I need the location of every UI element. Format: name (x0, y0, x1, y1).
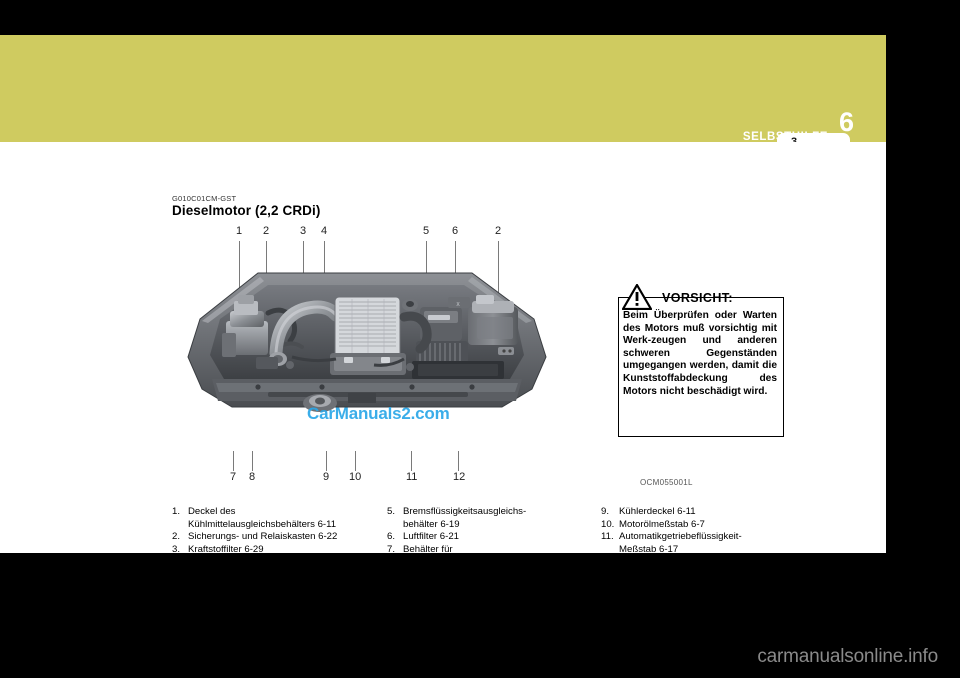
legend-item-label: Kraftstoffilter (188, 543, 242, 555)
legend-page-ref: 6-19 (437, 518, 460, 530)
legend-item-label: Motorölmeßstab (619, 518, 689, 530)
page-footer (0, 553, 960, 678)
leader-line-5 (426, 241, 427, 296)
legend-item-number: 3. (172, 543, 181, 555)
legend-item-number: 5. (387, 506, 396, 517)
legend-item-line: behälter 6-19 (387, 519, 593, 532)
callout-number-6: 6 (452, 225, 459, 237)
caution-heading: VORSICHT: (662, 291, 733, 305)
legend-item-label: Sicherungs- und Relaiskasten (188, 531, 316, 543)
leader-line-8 (252, 451, 253, 471)
legend-item-number: 9. (601, 506, 610, 517)
legend-item: 11. Automatikgetriebeflüssigkeit-Meßstab … (601, 531, 807, 556)
callout-number-1: 1 (236, 225, 243, 237)
legend-item-number: 2. (172, 531, 181, 543)
manual-page: SELBSTHILFE 6 3 G010C01CM-GST Dieselmoto… (0, 35, 886, 580)
leader-line-2 (266, 241, 267, 303)
leader-line-6 (455, 241, 456, 285)
legend-item-number: 7. (387, 543, 396, 555)
legend-item-line: 5. Bremsflüssigkeitsausgleichs- (387, 506, 593, 519)
callout-number-8: 8 (249, 471, 256, 483)
figure-code: OCM055001L (640, 478, 693, 487)
page-header-band: SELBSTHILFE 6 (0, 35, 886, 143)
legend-item-label: Behälter für (403, 543, 453, 555)
legend-item-number: 10. (601, 518, 615, 530)
legend-item-line: Kühlmittelausgleichsbehälters 6-11 (172, 519, 378, 532)
leader-line-11 (411, 451, 412, 471)
legend-item-line: 2. Sicherungs- und Relaiskasten 6-22 (172, 531, 378, 544)
leader-line-9 (326, 451, 327, 471)
legend-item-label: Automatikgetriebeflüssigkeit- (619, 531, 742, 543)
legend-item-label: Kühlerdeckel (619, 506, 675, 517)
legend-item: 10. Motorölmeßstab 6-7 (601, 519, 807, 532)
callout-number-10: 10 (349, 471, 362, 483)
legend-item-number: 1. (172, 506, 181, 517)
warning-triangle-icon (622, 284, 652, 310)
legend-item-line: 3. Kraftstoffilter 6-29 (172, 544, 378, 557)
engine-bay-illustration: X (187, 272, 547, 412)
legend-item: 2. Sicherungs- und Relaiskasten 6-22 (172, 531, 378, 544)
callout-number-2: 2 (263, 225, 270, 237)
legend-item-line: Meßstab 6-17 (601, 544, 807, 557)
section-title: Dieselmotor (2,2 CRDi) (172, 203, 321, 218)
caution-box (618, 297, 784, 437)
legend-item-label: Meßstab (619, 543, 657, 555)
section-code: G010C01CM-GST (172, 194, 237, 203)
legend-item-label: Kühlmittelausgleichsbehälters (188, 518, 315, 530)
legend-item-label: Luftfilter (403, 531, 438, 543)
legend-item-line: 9. Kühlerdeckel 6-11 (601, 506, 807, 519)
callout-number-7: 7 (230, 471, 237, 483)
legend-page-ref: 6-21 (437, 531, 460, 543)
callout-number-4: 4 (321, 225, 328, 237)
leader-line-10 (355, 451, 356, 471)
legend-item: 5. Bremsflüssigkeitsausgleichs-behälter 6… (387, 506, 593, 531)
legend-page-ref: 6-7 (688, 518, 705, 530)
callout-number-2b: 2 (495, 225, 502, 237)
callout-number-3: 3 (300, 225, 307, 237)
legend-item-number: 6. (387, 531, 396, 543)
legend-item-line: 1. Deckel des (172, 506, 378, 519)
engine-bay-photo: X CarManuals2.com (172, 261, 562, 451)
leader-line-12 (458, 451, 459, 471)
legend-item: 6. Luftfilter 6-21 (387, 531, 593, 544)
legend-item: 3. Kraftstoffilter 6-29 (172, 544, 378, 557)
engine-bay-figure: 1 2 3 4 5 6 2 (172, 225, 562, 490)
leader-line-2b (498, 241, 499, 315)
callout-number-9: 9 (323, 471, 330, 483)
callout-row-top: 1 2 3 4 5 6 2 (172, 225, 562, 239)
legend-page-ref: 6-29 (241, 543, 264, 555)
legend-page-ref: 6-11 (314, 518, 337, 530)
svg-text:X: X (456, 302, 460, 308)
legend-item-label: Bremsflüssigkeitsausgleichs- (403, 506, 527, 517)
legend-column-3: 9. Kühlerdeckel 6-11 10. Motorölmeßstab 6-7… (601, 506, 807, 569)
callout-number-11: 11 (406, 471, 418, 483)
legend-page-ref: 6-22 (315, 531, 338, 543)
chapter-number: 6 (838, 107, 854, 137)
callout-row-bottom: 7 8 9 10 11 12 (172, 471, 562, 485)
leader-line-7 (233, 451, 234, 471)
leader-line-1 (239, 241, 240, 319)
legend-item-label: behälter (403, 518, 438, 530)
legend-item-line: 7. Behälter für (387, 544, 593, 557)
legend-item-line: 11. Automatikgetriebeflüssigkeit- (601, 531, 807, 544)
legend-item-line: 10. Motorölmeßstab 6-7 (601, 519, 807, 532)
legend-item: 9. Kühlerdeckel 6-11 (601, 506, 807, 519)
leader-line-3 (303, 241, 304, 289)
callout-number-12: 12 (453, 471, 466, 483)
legend-item-label: Deckel des (188, 506, 236, 517)
caution-text: Beim Überprüfen oder Warten des Motors m… (623, 310, 777, 397)
legend-page-ref: 6-11 (674, 506, 696, 517)
footer-site-label: carmanualsonline.info (757, 646, 938, 667)
legend-item-number: 11. (601, 531, 614, 543)
legend-item-line: 6. Luftfilter 6-21 (387, 531, 593, 544)
callout-number-5: 5 (423, 225, 430, 237)
legend-page-ref: 6-17 (656, 543, 679, 555)
